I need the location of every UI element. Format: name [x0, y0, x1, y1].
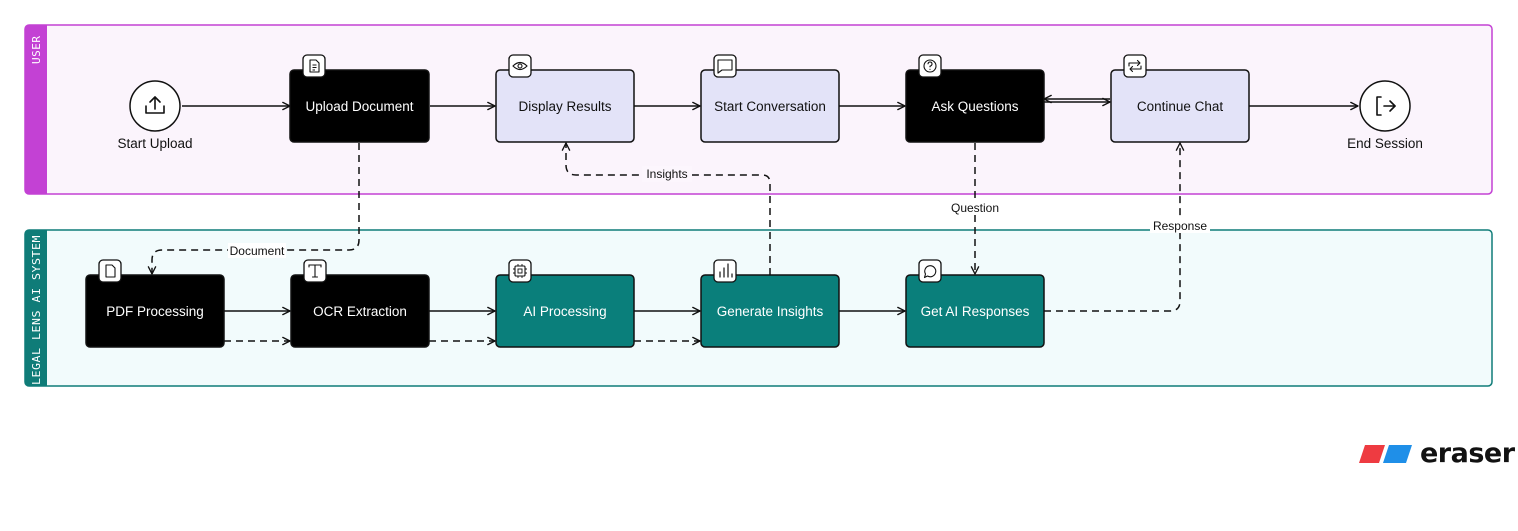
document-label: Document [230, 244, 285, 258]
upload-document-node[interactable]: Upload Document [289, 54, 430, 143]
solid-edges [182, 94, 1359, 316]
help-circle-icon [918, 54, 942, 78]
edge-response [1044, 142, 1185, 312]
ai-processing-node[interactable]: AI Processing [495, 259, 635, 348]
ocr-extraction-node[interactable]: OCR Extraction [290, 259, 430, 348]
eraser-logo-icon [1359, 444, 1412, 463]
generate-insights-label: Generate Insights [717, 304, 824, 319]
start-conversation-node[interactable]: Start Conversation [700, 54, 840, 143]
eraser-brand-name: eraser [1420, 438, 1515, 469]
continue-chat-node[interactable]: Continue Chat [1110, 54, 1250, 143]
pdf-processing-node[interactable]: PDF Processing [85, 259, 225, 348]
insights-label: Insights [646, 167, 687, 181]
system-lane-label: LEGAL LENS AI SYSTEM [30, 235, 43, 385]
start-conversation-label: Start Conversation [714, 99, 826, 114]
generate-insights-node[interactable]: Generate Insights [700, 259, 840, 348]
question-label: Question [951, 201, 999, 215]
eraser-brand: eraser [1358, 438, 1515, 469]
file-icon [98, 259, 122, 283]
type-icon [303, 259, 327, 283]
edge-labels: Document Insights Question Response [228, 166, 1210, 258]
ask-questions-node[interactable]: Ask Questions [905, 54, 1045, 143]
message-square-icon [713, 54, 737, 78]
response-label: Response [1153, 219, 1207, 233]
get-ai-responses-node[interactable]: Get AI Responses [905, 259, 1045, 348]
message-circle-icon [918, 259, 942, 283]
start-upload-label: Start Upload [117, 136, 192, 151]
display-results-label: Display Results [518, 99, 611, 114]
ocr-extraction-label: OCR Extraction [313, 304, 407, 319]
pdf-processing-label: PDF Processing [106, 304, 204, 319]
upload-icon [145, 96, 165, 114]
end-session-label: End Session [1347, 136, 1423, 151]
start-upload-node[interactable]: Start Upload [117, 80, 193, 151]
bar-chart-icon [713, 259, 737, 283]
get-ai-responses-label: Get AI Responses [921, 304, 1030, 319]
continue-chat-label: Continue Chat [1137, 99, 1224, 114]
cpu-icon [508, 259, 532, 283]
file-text-icon [302, 54, 326, 78]
ask-questions-label: Ask Questions [931, 99, 1018, 114]
end-session-node[interactable]: End Session [1347, 80, 1423, 151]
ai-processing-label: AI Processing [523, 304, 606, 319]
eye-icon [508, 54, 532, 78]
upload-document-label: Upload Document [305, 99, 413, 114]
user-lane-label: USER [30, 36, 43, 65]
logout-icon [1376, 96, 1396, 116]
display-results-node[interactable]: Display Results [495, 54, 635, 143]
repeat-icon [1123, 54, 1147, 78]
